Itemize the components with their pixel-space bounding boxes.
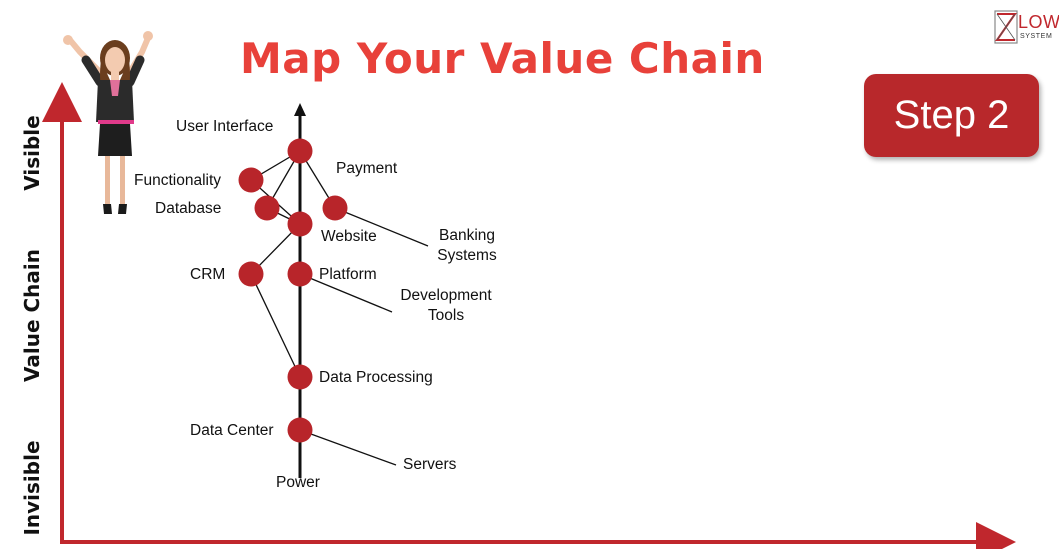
label-data-processing: Data Processing — [319, 369, 433, 386]
node-user-interface — [287, 138, 313, 164]
label-database: Database — [155, 200, 222, 217]
label-development-tools: Development Tools — [388, 286, 504, 326]
label-banking-line1: Banking — [438, 227, 495, 244]
link-payment-banking — [334, 207, 429, 247]
label-power: Power — [276, 474, 320, 491]
node-data-processing — [287, 364, 313, 390]
main-chain-arrowhead — [294, 103, 306, 116]
node-website — [287, 211, 313, 237]
page-title: Map Your Value Chain — [240, 34, 765, 83]
label-banking-systems: Banking Systems — [422, 226, 512, 266]
label-devtools-line2: Tools — [427, 307, 465, 324]
label-payment: Payment — [336, 160, 398, 177]
node-database — [254, 195, 280, 221]
node-crm — [238, 261, 264, 287]
axis-label-visible: Visible — [20, 115, 44, 191]
chain-nodes — [238, 138, 348, 443]
flow-system-logo: LOW SYSTEM — [994, 8, 1059, 50]
label-servers: Servers — [403, 456, 457, 473]
label-website: Website — [321, 228, 377, 245]
label-platform: Platform — [319, 266, 377, 283]
label-functionality: Functionality — [134, 172, 222, 189]
label-banking-line2: Systems — [437, 247, 497, 264]
link-crm-dataprocessing — [250, 273, 301, 378]
link-platform-devtools — [299, 273, 393, 313]
logo-mark-icon — [994, 10, 1018, 44]
label-user-interface: User Interface — [176, 118, 274, 135]
logo-text: LOW — [1018, 12, 1059, 32]
step-badge: Step 2 — [864, 74, 1039, 157]
logo-subtext: SYSTEM — [1020, 33, 1053, 40]
axis-label-value-chain: Value Chain — [20, 248, 44, 382]
label-devtools-line1: Development — [400, 287, 492, 304]
link-datacenter-servers — [299, 429, 397, 466]
label-crm: CRM — [190, 266, 226, 283]
node-payment — [322, 195, 348, 221]
node-data-center — [287, 417, 313, 443]
node-platform — [287, 261, 313, 287]
node-functionality — [238, 167, 264, 193]
cheering-woman-illustration — [63, 31, 153, 214]
label-data-center: Data Center — [190, 422, 274, 439]
axis-label-invisible: Invisible — [20, 440, 44, 536]
